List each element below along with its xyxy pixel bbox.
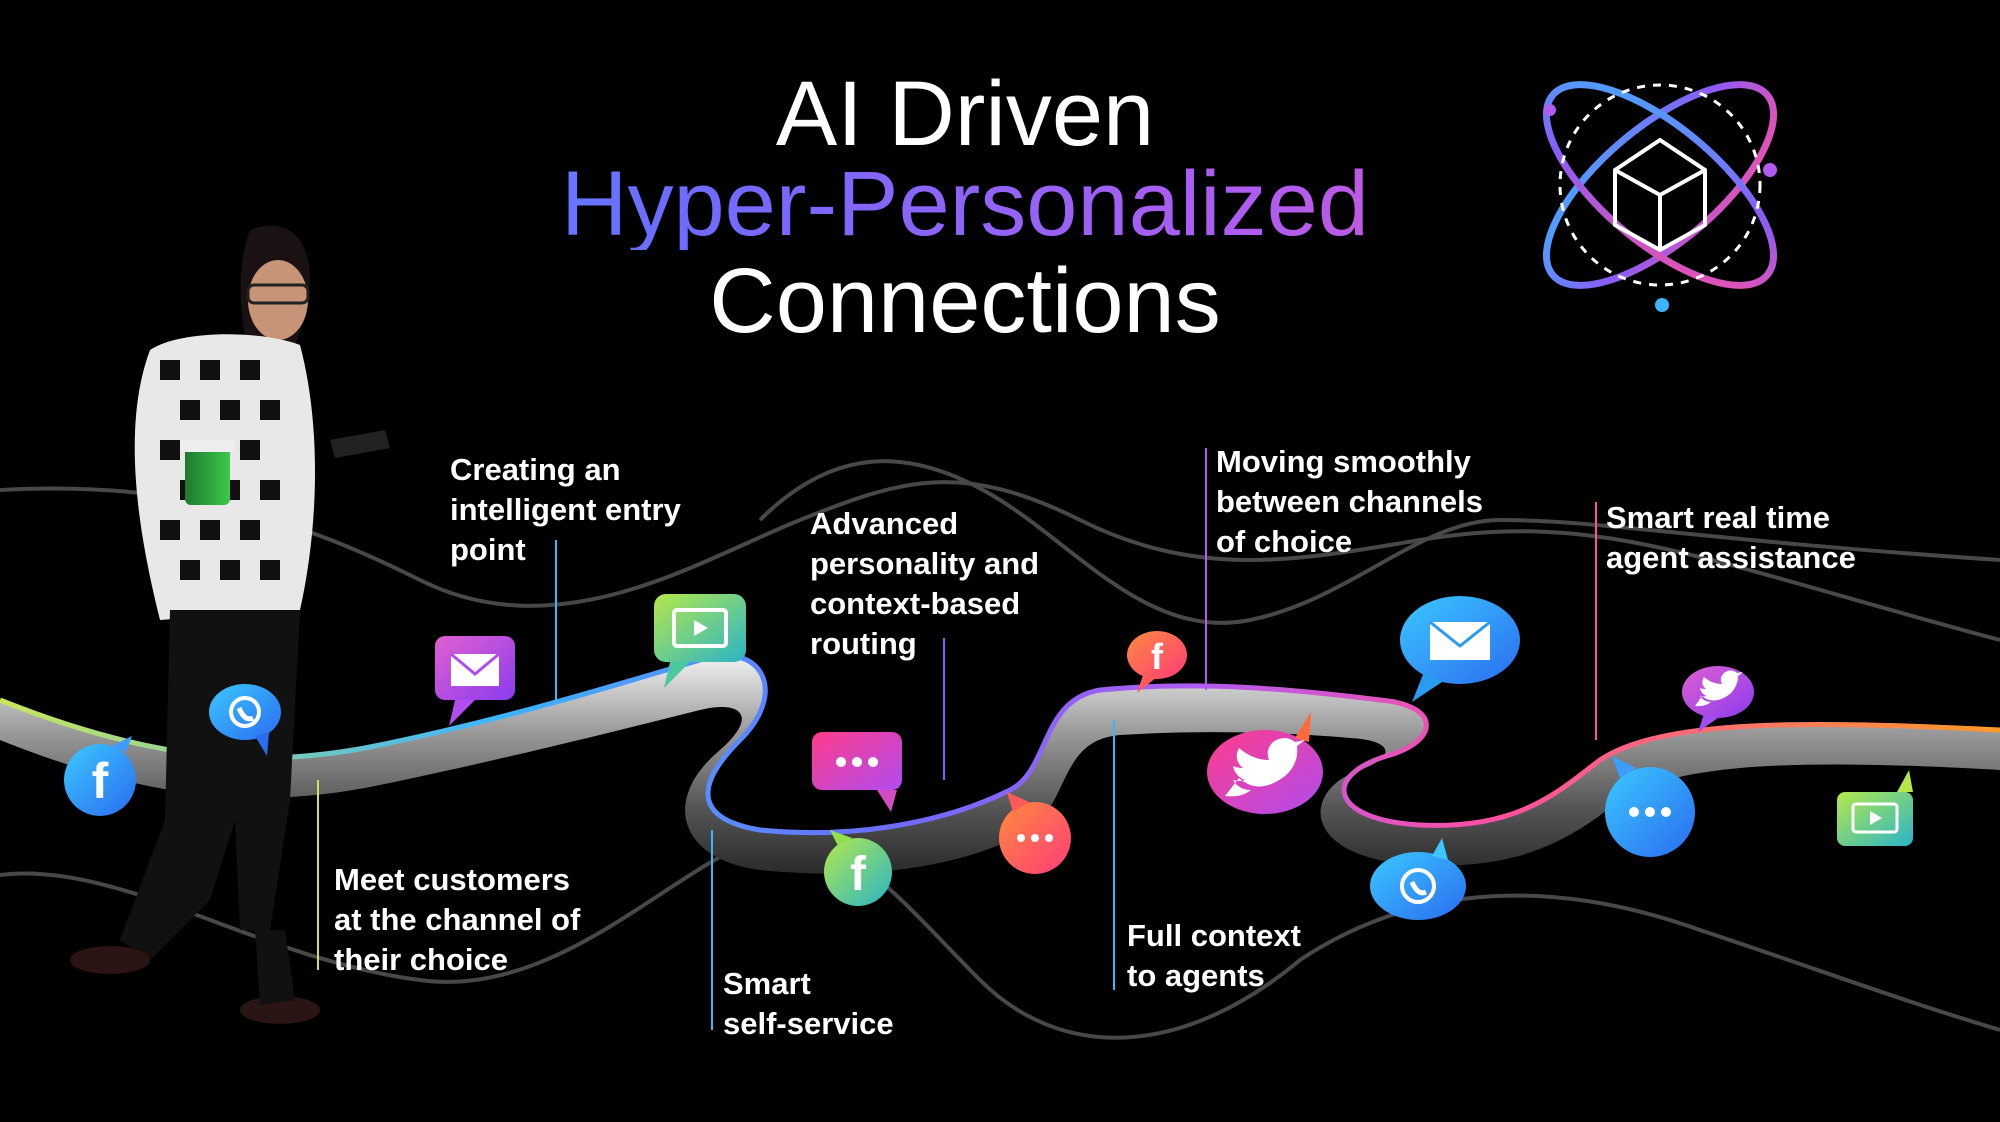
svg-text:f: f — [92, 753, 109, 809]
title-line-3: Connections — [709, 250, 1221, 352]
label-advanced-routing: Advanced personality and context-based r… — [810, 506, 1040, 661]
video-icon — [1837, 770, 1913, 846]
chat-icon — [1605, 756, 1695, 857]
phone-icon — [209, 684, 281, 756]
twitter-icon — [1207, 712, 1323, 814]
label-meet-customers: Meet customers at the channel of their c… — [334, 862, 581, 977]
svg-text:f: f — [850, 848, 867, 901]
svg-text:f: f — [1151, 636, 1164, 677]
chat-icon — [812, 732, 902, 812]
facebook-icon: f — [1127, 631, 1187, 693]
title-line-1: AI Driven — [775, 63, 1155, 165]
email-icon — [1400, 596, 1520, 702]
facebook-icon: f — [64, 736, 136, 816]
title-line-2: Hyper-Personalized — [0, 158, 1930, 250]
email-icon — [435, 636, 515, 726]
twitter-icon — [1682, 666, 1754, 732]
video-icon — [654, 594, 746, 688]
label-smart-self-service: Smart self-service — [723, 966, 894, 1041]
atom-logo-icon — [1542, 81, 1778, 312]
label-full-context: Full context to agents — [1127, 918, 1301, 993]
label-creating-entry-point: Creating an intelligent entry point — [450, 452, 681, 567]
facebook-icon: f — [824, 830, 892, 906]
label-moving-smoothly: Moving smoothly between channels of choi… — [1216, 444, 1484, 559]
woman-figure — [70, 225, 390, 1024]
background-curves — [0, 459, 2000, 1040]
chat-icon — [999, 792, 1071, 874]
journey-ribbon — [0, 653, 2000, 874]
label-smart-agent-assistance: Smart real time agent assistance — [1606, 500, 1856, 575]
connector-lines — [317, 448, 1597, 1030]
phone-icon — [1370, 838, 1466, 920]
